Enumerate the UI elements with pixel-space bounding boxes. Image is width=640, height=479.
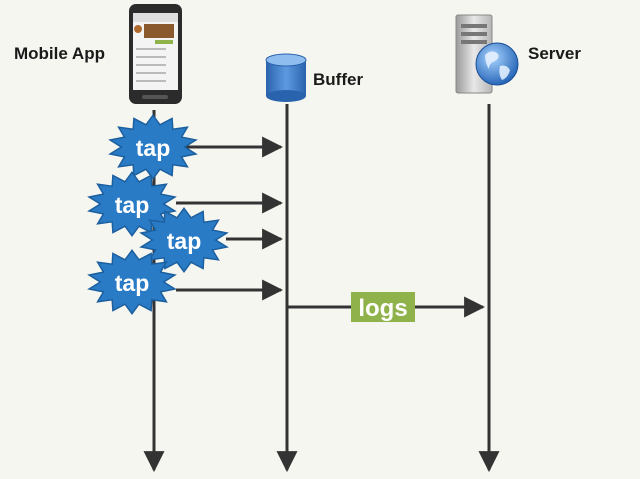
tap-burst-1: tap bbox=[108, 114, 198, 180]
tap-label-4: tap bbox=[115, 270, 150, 296]
server-globe-icon bbox=[455, 14, 519, 94]
tap-burst-3: tap bbox=[139, 207, 229, 273]
tap-burst-4: tap bbox=[87, 249, 177, 315]
tap-label-2: tap bbox=[115, 192, 150, 218]
participant-label-server: Server bbox=[528, 44, 581, 63]
smartphone-icon bbox=[129, 4, 182, 104]
database-cylinder-icon bbox=[265, 53, 307, 102]
participant-label-buffer: Buffer bbox=[313, 70, 364, 89]
tap-label-1: tap bbox=[136, 135, 171, 161]
tap-label-3: tap bbox=[167, 228, 202, 254]
logs-label: logs bbox=[358, 295, 407, 322]
tap-burst-2: tap bbox=[87, 171, 177, 237]
participant-label-mobile-app: Mobile App bbox=[14, 44, 105, 63]
logs-label-box bbox=[351, 292, 415, 322]
